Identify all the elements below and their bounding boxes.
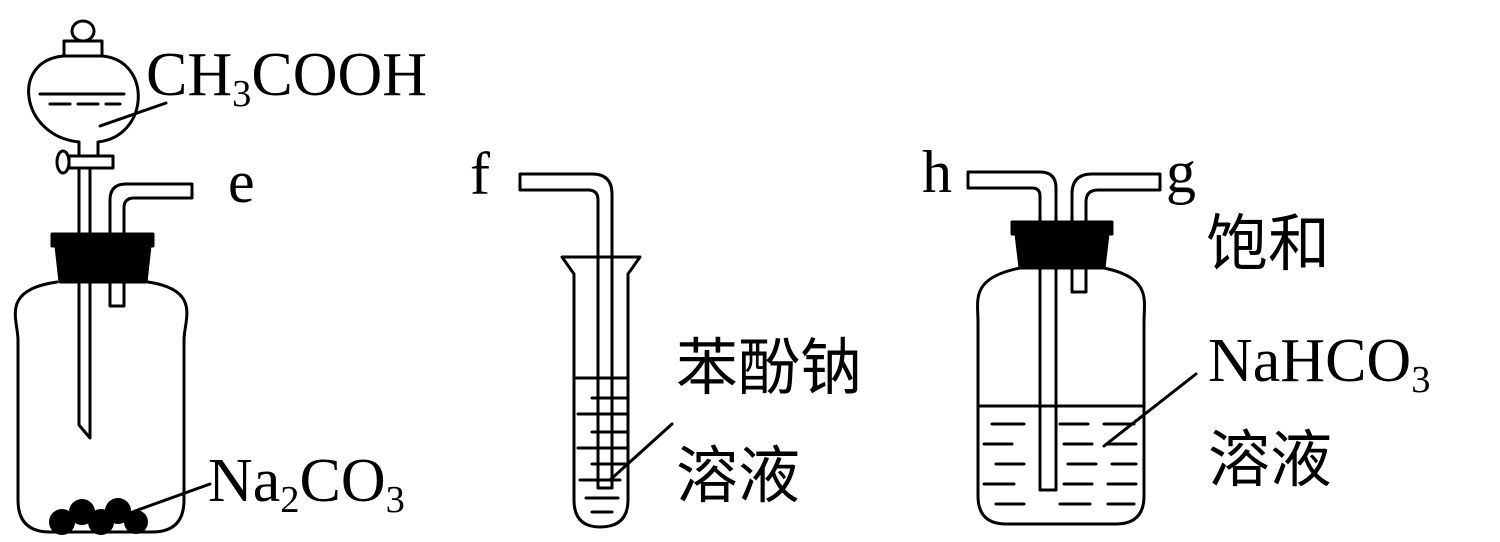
acetic-acid-formula-post: COOH bbox=[251, 41, 428, 109]
generating-bottle bbox=[13, 280, 189, 534]
wash-bottle-apparatus bbox=[966, 170, 1198, 526]
test-tube bbox=[560, 255, 642, 529]
sodium-carbonate-solid bbox=[49, 498, 148, 535]
wash-bottle bbox=[976, 266, 1146, 526]
rubber-stopper-c bbox=[1010, 220, 1114, 270]
sodium-phenoxide-label-line2: 溶液 bbox=[676, 443, 801, 511]
solution-label-c: 溶液 bbox=[1208, 427, 1333, 495]
leader-line-sodium-bicarbonate bbox=[1102, 372, 1198, 448]
separatory-funnel-bulb bbox=[27, 54, 140, 162]
sodium-carbonate-formula-pre: Na bbox=[208, 447, 281, 515]
inlet-tube-f bbox=[518, 172, 614, 490]
saturated-label: 饱和 bbox=[1206, 211, 1331, 279]
acetic-acid-liquid bbox=[38, 92, 126, 106]
leader-line-acetic-acid bbox=[98, 101, 168, 128]
acetic-acid-formula-pre: CH bbox=[146, 41, 233, 109]
leader-line-sodium-carbonate bbox=[133, 482, 212, 513]
funnel-stopcock bbox=[55, 149, 115, 175]
outlet-tube-g bbox=[1070, 172, 1162, 294]
test-tube-apparatus bbox=[518, 172, 674, 529]
port-label-h: h bbox=[922, 139, 952, 205]
delivery-tube-e bbox=[108, 182, 194, 308]
sodium-carbonate-formula-sub1: 2 bbox=[280, 478, 300, 521]
port-label-e: e bbox=[228, 149, 255, 215]
acetic-acid-formula-sub: 3 bbox=[232, 72, 252, 115]
sodium-bicarbonate-formula-pre: NaHCO bbox=[1208, 327, 1412, 395]
funnel-stopper bbox=[62, 19, 104, 58]
funnel-stem bbox=[77, 166, 92, 440]
port-label-f: f bbox=[470, 141, 490, 207]
sodium-carbonate-formula-mid: CO bbox=[299, 447, 386, 515]
sodium-carbonate-label: Na2CO3 bbox=[208, 447, 405, 519]
sodium-bicarbonate-liquid bbox=[976, 404, 1146, 506]
acetic-acid-label: CH3COOH bbox=[146, 41, 428, 113]
sodium-phenoxide-label-line1: 苯酚钠 bbox=[676, 335, 863, 403]
inlet-tube-h bbox=[966, 170, 1058, 492]
port-label-g: g bbox=[1166, 139, 1196, 205]
leader-line-sodium-phenoxide bbox=[608, 422, 674, 482]
sodium-bicarbonate-formula-sub: 3 bbox=[1411, 358, 1431, 401]
sodium-phenoxide-liquid bbox=[574, 376, 628, 514]
generating-apparatus bbox=[13, 19, 212, 535]
sodium-carbonate-formula-sub2: 3 bbox=[385, 478, 405, 521]
sodium-bicarbonate-label: NaHCO3 bbox=[1208, 327, 1430, 399]
rubber-stopper-a bbox=[50, 232, 155, 284]
